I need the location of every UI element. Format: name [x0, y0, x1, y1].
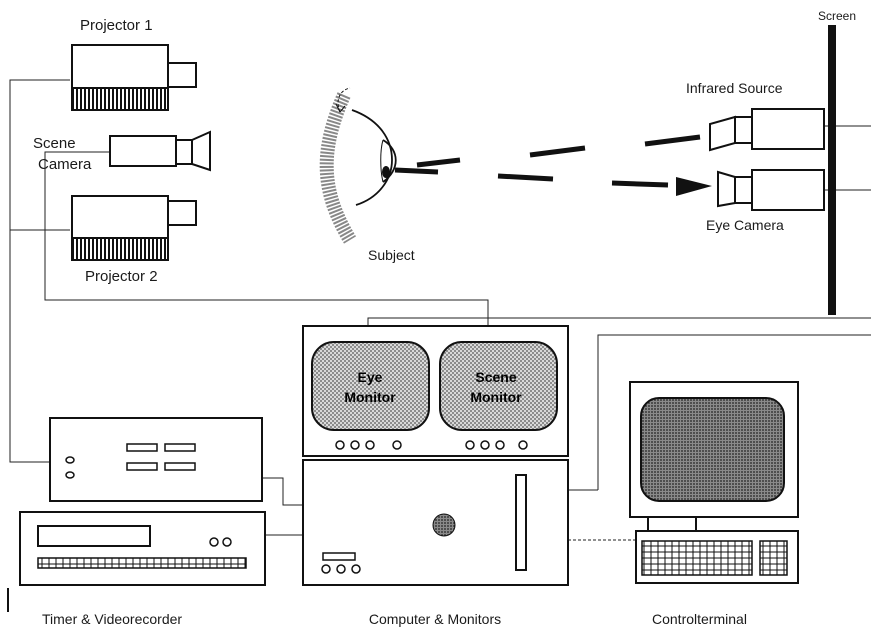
eye-camera-icon — [717, 169, 825, 211]
camera-icon — [109, 130, 211, 172]
screen: Screen — [818, 9, 856, 315]
infrared-source-label: Infrared Source — [686, 80, 783, 96]
computer-monitors-label: Computer & Monitors — [369, 611, 501, 627]
infrared-beams — [394, 134, 701, 188]
timer-videorecorder-label: Timer & Videorecorder — [42, 611, 182, 627]
projector-2: Projector 2 — [71, 195, 197, 285]
recorder-icon — [19, 511, 266, 586]
eye-monitor-label-line1: Eye — [358, 369, 383, 385]
edge-mark — [7, 588, 9, 612]
infrared-source-icon — [709, 108, 825, 152]
screen-label: Screen — [818, 9, 856, 23]
arrow-head-icon — [676, 177, 712, 196]
scene-monitor-knobs — [465, 440, 528, 450]
terminal-icon — [629, 381, 799, 532]
keyboard-icon — [635, 530, 799, 584]
eye-monitor: Eye Monitor — [311, 341, 430, 450]
scene-camera-label-line2: Camera — [38, 156, 92, 173]
scene-camera: Scene Camera — [33, 130, 211, 173]
projector-1-label: Projector 1 — [80, 17, 153, 34]
eye-icon — [319, 87, 397, 244]
infrared-source: Infrared Source — [686, 80, 825, 152]
timer-unit — [49, 417, 263, 502]
screen-bar — [828, 25, 836, 315]
scene-camera-label-line1: Scene — [33, 135, 76, 152]
projector-2-label: Projector 2 — [85, 268, 158, 285]
subject-label: Subject — [368, 247, 415, 263]
computer: Computer & Monitors — [302, 459, 569, 627]
monitor-icon — [311, 341, 430, 431]
monitor-icon — [439, 341, 558, 431]
subject: Subject — [319, 87, 415, 263]
eye-monitor-label-line2: Monitor — [344, 389, 396, 405]
eye-monitor-knobs — [335, 440, 402, 450]
eye-camera: Eye Camera — [706, 169, 825, 233]
scene-monitor-label-line2: Monitor — [470, 389, 522, 405]
scene-monitor: Scene Monitor — [439, 341, 558, 450]
eye-camera-label: Eye Camera — [706, 217, 784, 233]
control-terminal-label: Controlterminal — [652, 611, 747, 627]
monitors-unit: Eye Monitor Scene Monitor — [302, 325, 569, 457]
control-terminal: Controlterminal — [629, 381, 799, 627]
projector-icon — [71, 44, 197, 111]
projector-1: Projector 1 — [71, 17, 197, 111]
scene-monitor-label-line1: Scene — [475, 369, 516, 385]
videorecorder: Timer & Videorecorder — [7, 511, 266, 627]
computer-icon — [302, 459, 569, 586]
projector-icon — [71, 195, 197, 261]
